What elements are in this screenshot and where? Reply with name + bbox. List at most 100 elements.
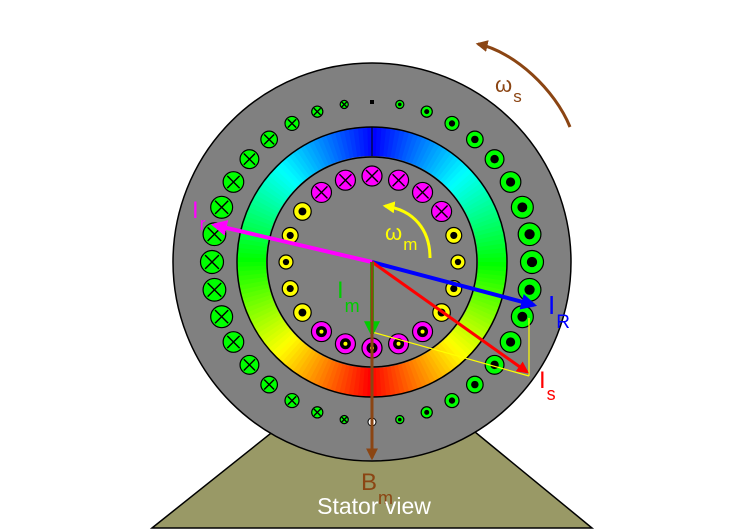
- ring-segment: [278, 160, 302, 186]
- ring-segment: [339, 129, 352, 160]
- rotor-conductor: [450, 254, 466, 270]
- IR-label: IR: [548, 290, 570, 333]
- ring-segment: [259, 320, 287, 342]
- ring-segment: [385, 366, 396, 396]
- ring-segment: [434, 152, 457, 180]
- ring-segment: [403, 361, 419, 391]
- ring-segment: [324, 361, 340, 391]
- stator-conductor: [420, 105, 433, 118]
- ring-segment: [246, 205, 276, 223]
- ring-segment: [292, 149, 314, 177]
- ring-segment: [468, 301, 498, 319]
- ring-segment: [453, 175, 480, 198]
- ring-segment: [244, 297, 274, 313]
- ring-segment: [415, 138, 433, 168]
- ring-segment: [252, 193, 281, 213]
- stator-conductor: [311, 105, 324, 118]
- ring-segment: [287, 344, 310, 372]
- ring-segment: [440, 158, 464, 184]
- ring-segment: [437, 155, 460, 182]
- ring-segment: [281, 157, 305, 184]
- stator-conductor: [222, 331, 245, 353]
- ring-segment: [342, 365, 354, 395]
- rotor-conductor: [387, 169, 410, 191]
- stator-conductor: [510, 195, 534, 219]
- stator-conductor: [339, 99, 349, 110]
- stator-conductor: [484, 354, 505, 375]
- ring-segment: [317, 136, 334, 166]
- stator-conductor: [311, 406, 324, 419]
- ring-segment: [457, 182, 485, 204]
- ring-segment: [248, 304, 277, 322]
- rotor-conductor: [334, 333, 357, 355]
- Ir-label: Ir: [192, 197, 206, 234]
- stator-conductor: [239, 354, 260, 375]
- ring-segment: [328, 362, 343, 392]
- ring-segment: [237, 260, 267, 267]
- ring-segment: [256, 317, 285, 338]
- ring-segment: [407, 360, 423, 390]
- ring-segment: [250, 197, 279, 216]
- stator-conductor: [499, 331, 522, 353]
- ring-segment: [299, 351, 319, 379]
- ring-segment: [450, 171, 477, 195]
- ring-segment: [459, 186, 488, 207]
- ring-segment: [473, 224, 504, 238]
- ring-segment: [454, 324, 482, 347]
- stator-conductor: [260, 375, 279, 394]
- ring-segment: [421, 142, 441, 171]
- ring-segment: [427, 349, 448, 378]
- ring-segment: [243, 293, 273, 309]
- stator-conductor: [210, 195, 234, 219]
- ring-segment: [277, 337, 302, 363]
- rotor-conductor: [411, 181, 434, 204]
- ring-segment: [325, 133, 341, 163]
- ring-segment: [476, 238, 506, 249]
- stator-conductor: [222, 171, 245, 193]
- ring-segment: [390, 129, 402, 159]
- rotor-conductor: [361, 165, 383, 187]
- ring-segment: [474, 229, 505, 242]
- stator-conductor: [465, 130, 484, 149]
- ring-segment: [472, 220, 503, 234]
- ring-segment: [466, 305, 496, 323]
- ring-segment: [433, 345, 456, 373]
- ring-segment: [445, 164, 471, 190]
- ring-segment: [267, 329, 294, 353]
- ring-segment: [252, 310, 281, 330]
- stator-conductor: [210, 305, 234, 329]
- rotor-conductor: [411, 320, 434, 343]
- ring-segment: [307, 355, 326, 384]
- stator-conductor: [510, 305, 534, 329]
- stator-conductor: [499, 171, 522, 193]
- ring-segment: [320, 359, 336, 389]
- ring-segment: [315, 358, 333, 388]
- stator-conductor: [199, 249, 225, 275]
- ring-segment: [465, 308, 494, 327]
- stator-conductor: [444, 115, 460, 132]
- ring-segment: [260, 181, 287, 203]
- Ir-phasor-arrow: [210, 220, 373, 264]
- ring-segment: [240, 286, 271, 300]
- ring-segment: [242, 218, 272, 233]
- rotor-conductor: [281, 280, 299, 298]
- omega-m-rotation-arrow: [382, 201, 432, 259]
- ring-segment: [444, 335, 470, 361]
- ring-segment: [296, 146, 317, 175]
- rotor-conductor: [387, 333, 410, 355]
- stator-conductor: [239, 149, 260, 170]
- stator-conductor: [517, 222, 542, 247]
- rotor-conductor: [430, 200, 453, 223]
- stator-conductor: [395, 99, 405, 110]
- ring-segment: [404, 133, 420, 163]
- ring-segment: [241, 290, 272, 304]
- ring-segment: [238, 279, 269, 291]
- ring-segment: [389, 365, 401, 396]
- ring-segment: [291, 347, 313, 374]
- ring-segment: [343, 128, 355, 159]
- ring-segment: [248, 201, 278, 219]
- rotor-conductor: [445, 226, 463, 244]
- ring-segment: [452, 327, 479, 350]
- ring-segment: [321, 134, 337, 164]
